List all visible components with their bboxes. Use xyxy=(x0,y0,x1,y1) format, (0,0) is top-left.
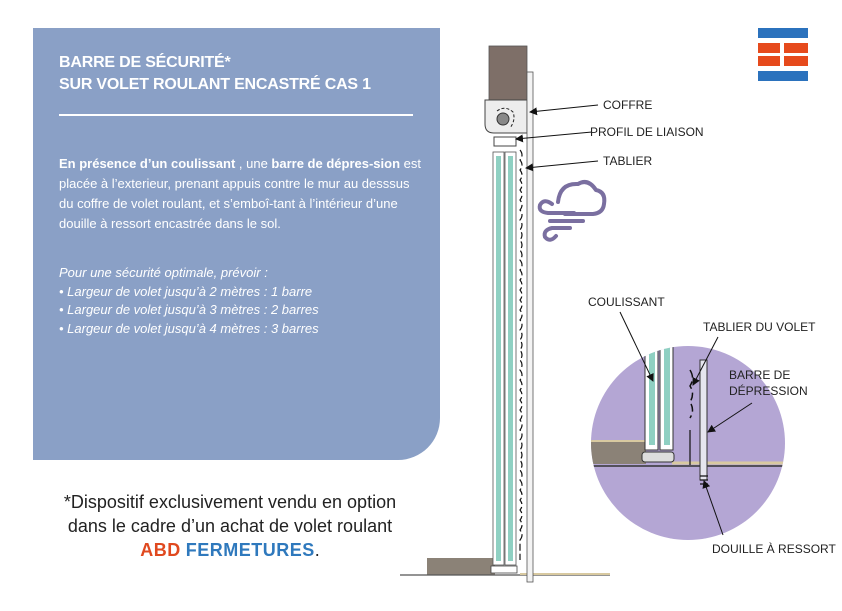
footnote: *Dispositif exclusivement vendu en optio… xyxy=(30,490,430,562)
label-coffre: COFFRE xyxy=(603,98,653,112)
footnote-line-1: *Dispositif exclusivement vendu en optio… xyxy=(63,492,397,512)
desc-text-2: est placée à l’exterieur, prenant appuis… xyxy=(59,156,421,231)
wall-guide xyxy=(526,71,534,583)
detail-circle xyxy=(591,346,785,540)
recommendation-heading: Pour une sécurité optimale, prévoir : xyxy=(59,265,268,280)
description-paragraph: En présence d’un coulissant , une barre … xyxy=(59,154,423,234)
footnote-brand-line: ABD FERMETURES. xyxy=(30,538,430,562)
title-line-2: SUR VOLET ROULANT ENCASTRÉ CAS 1 xyxy=(59,76,371,93)
coulissant-pointer xyxy=(619,311,654,382)
desc-text-1: , une xyxy=(235,156,272,171)
wind-cloud-icon xyxy=(537,180,607,242)
profil-pointer xyxy=(515,131,593,143)
coffre-box xyxy=(484,45,528,147)
label-tablier-du-volet: TABLIER DU VOLET xyxy=(703,320,816,334)
brand-fermetures: FERMETURES xyxy=(185,540,315,560)
recommendation-list: Pour une sécurité optimale, prévoir : • … xyxy=(59,264,419,338)
coulissant-glass xyxy=(490,151,518,574)
info-panel: BARRE DE SÉCURITÉ* SUR VOLET ROULANT ENC… xyxy=(33,28,440,460)
logo-brick xyxy=(758,43,780,53)
ground xyxy=(400,558,610,576)
title-line-1: BARRE DE SÉCURITÉ* xyxy=(59,54,231,71)
label-coulissant: COULISSANT xyxy=(588,295,665,309)
footnote-line-2: dans le cadre d’un achat de volet roulan… xyxy=(67,516,393,536)
label-barre-de-depression-2: DÉPRESSION xyxy=(729,384,808,398)
desc-bold-barre: barre de dépres-sion xyxy=(271,156,401,171)
label-douille-a-ressort: DOUILLE À RESSORT xyxy=(712,542,836,556)
recommendation-item: • Largeur de volet jusqu’à 4 mètres : 3 … xyxy=(59,320,319,336)
label-barre-de-depression-1: BARRE DE xyxy=(729,368,791,382)
desc-bold-coulissant: En présence d’un coulissant xyxy=(59,156,236,171)
brand-abd: ABD xyxy=(140,540,181,560)
panel-title: BARRE DE SÉCURITÉ* SUR VOLET ROULANT ENC… xyxy=(59,52,371,96)
recommendation-item: • Largeur de volet jusqu’à 2 mètres : 1 … xyxy=(59,283,313,299)
tablier-pointer xyxy=(525,160,599,172)
logo-top-bar xyxy=(758,28,808,38)
logo-bottom-bar xyxy=(758,71,808,81)
douille-pointer xyxy=(702,480,724,536)
label-tablier: TABLIER xyxy=(603,154,653,168)
logo-brick xyxy=(758,56,780,66)
tablier-volet-pointer xyxy=(692,336,719,386)
recommendation-item: • Largeur de volet jusqu’à 3 mètres : 2 … xyxy=(59,302,319,317)
barre-pointer xyxy=(707,402,753,433)
coffre-pointer xyxy=(529,104,599,116)
label-profil-de-liaison: PROFIL DE LIAISON xyxy=(590,125,704,139)
title-divider xyxy=(59,114,413,116)
logo-brick xyxy=(784,56,808,66)
logo-brick xyxy=(784,43,808,53)
tablier-wave xyxy=(519,149,523,560)
brand-period: . xyxy=(314,540,320,560)
abd-logo-icon xyxy=(758,26,810,82)
